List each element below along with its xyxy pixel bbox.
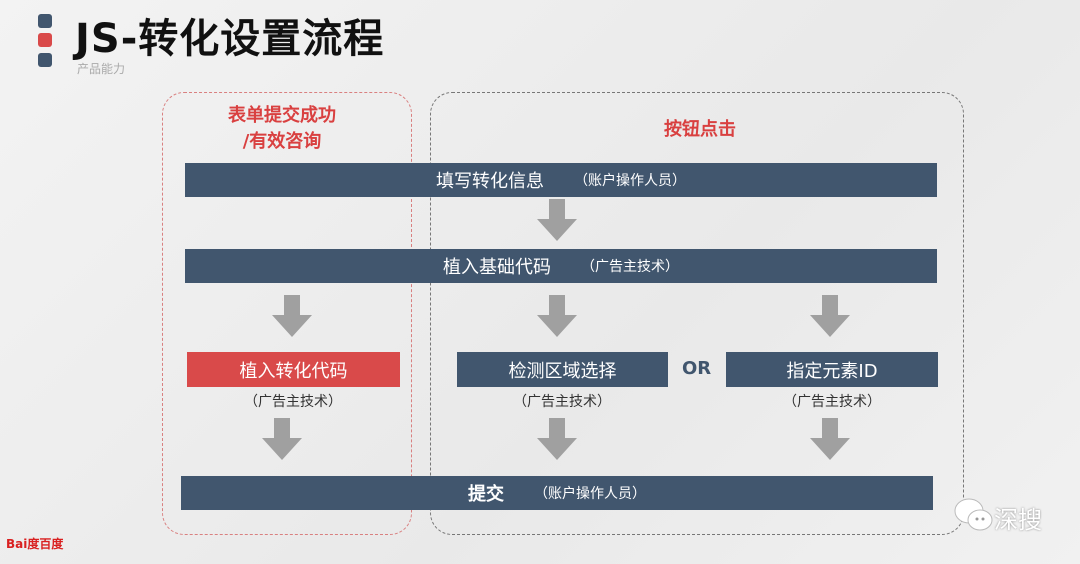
baidu-logo: Bai度百度 [6,537,64,551]
form-success-group [162,92,412,535]
arrow-down-icon [537,199,577,241]
page-title: JS-转化设置流程 [75,16,385,62]
arrow-down-icon [537,418,577,460]
right-header: 按钮点击 [664,119,736,140]
step-label: 指定元素ID [786,360,878,382]
arrow-down-icon [537,295,577,337]
button-click-group [430,92,964,535]
arrow-down-icon [810,295,850,337]
step-detect-area: 检测区域选择 [457,352,668,387]
step-label: 检测区域选择 [508,360,617,382]
left-header-line2: /有效咨询 [242,131,322,152]
wechat-icon [954,498,993,531]
step-note: （账户操作人员） [534,486,646,502]
step-submit: 提交 （账户操作人员） [181,476,933,510]
left-header-line1: 表单提交成功 [228,105,336,126]
step-note: （广告主技术） [783,394,881,410]
step-label: 植入转化代码 [239,360,348,382]
decor-square-2 [38,33,52,47]
step-conversion-code: 植入转化代码 [187,352,400,387]
step-element-id: 指定元素ID [726,352,938,387]
arrow-down-icon [262,418,302,460]
step-fill-info: 填写转化信息 （账户操作人员） [185,163,937,197]
page-subtitle: 产品能力 [77,62,126,76]
left-header: 表单提交成功/有效咨询 [182,103,382,155]
or-label: OR [682,358,712,379]
decor-square-1 [38,14,52,28]
decor-square-3 [38,53,52,67]
watermark-text: 深搜 [994,506,1042,534]
step-label: 提交 [468,484,504,505]
arrow-down-icon [810,418,850,460]
step-note: （账户操作人员） [574,173,686,189]
step-base-code: 植入基础代码 （广告主技术） [185,249,937,283]
arrow-down-icon [272,295,312,337]
step-note: （广告主技术） [244,394,342,410]
step-label: 填写转化信息 [436,171,544,192]
step-note: （广告主技术） [581,259,679,275]
step-label: 植入基础代码 [443,257,551,278]
step-note: （广告主技术） [513,394,611,410]
